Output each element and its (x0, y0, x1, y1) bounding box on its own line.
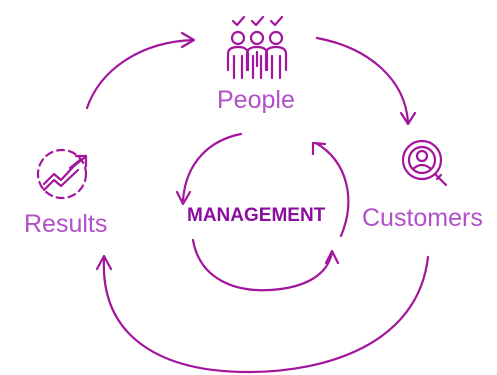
people-icon (220, 14, 296, 82)
arrow-inner-bottom (191, 238, 334, 292)
arrow-customers-to-results (102, 255, 430, 374)
arrowhead-customers-to-results (95, 254, 113, 271)
arrow-inner-top (181, 132, 243, 202)
customer-search-icon (399, 138, 451, 190)
people-label: People (217, 86, 295, 114)
arrow-inner-right (314, 141, 350, 238)
arrow-people-to-customers (315, 36, 410, 124)
arrowhead-people-to-customers (399, 111, 417, 126)
arrow-results-to-people (85, 38, 195, 110)
management-label: MANAGEMENT (187, 205, 326, 226)
results-label: Results (24, 210, 108, 238)
arrowhead-inner-right (311, 141, 327, 156)
customers-label: Customers (362, 204, 483, 232)
growth-chart-icon (34, 146, 98, 202)
arrowhead-inner-bottom (324, 249, 340, 265)
arrowhead-inner-top (175, 190, 192, 206)
arrowhead-results-to-people (180, 31, 196, 49)
